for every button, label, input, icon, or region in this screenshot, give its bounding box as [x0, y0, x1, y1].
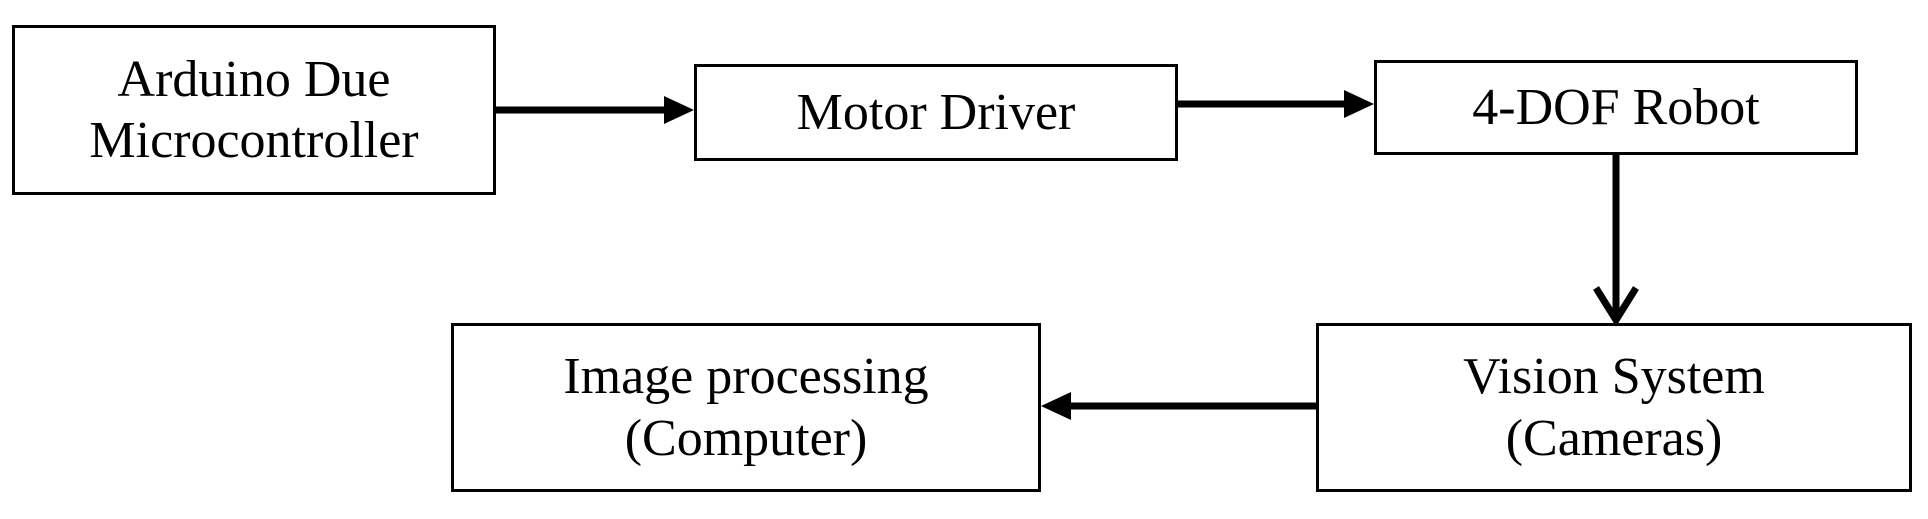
arrowhead-right-icon — [1344, 90, 1374, 118]
arrowhead-right-icon — [664, 96, 694, 124]
node-4dof-robot-label: 4-DOF Robot — [1472, 78, 1760, 136]
arrowhead-down-icon — [1593, 286, 1639, 327]
node-motor-driver-label: Motor Driver — [796, 83, 1076, 141]
node-vision-system: Vision System (Cameras) — [1316, 323, 1912, 492]
node-image-processing-line-2: (Computer) — [624, 409, 868, 467]
node-vision-system-line-1: Vision System — [1463, 348, 1765, 406]
edge-vision-to-image — [1041, 392, 1316, 420]
node-4dof-robot: 4-DOF Robot — [1374, 60, 1858, 155]
node-image-processing: Image processing (Computer) — [451, 323, 1041, 492]
node-arduino-due-line-1: Arduino Due — [117, 50, 391, 108]
node-arduino-due: Arduino Due Microcontroller — [12, 25, 496, 195]
edge-arduino-to-motor — [496, 96, 694, 124]
edge-motor-to-robot — [1178, 90, 1374, 118]
node-image-processing-line-1: Image processing — [563, 348, 929, 406]
node-arduino-due-line-2: Microcontroller — [89, 112, 419, 169]
node-motor-driver: Motor Driver — [694, 64, 1178, 161]
arrowhead-left-icon — [1041, 392, 1071, 420]
edge-robot-to-vision — [1593, 155, 1639, 327]
node-vision-system-line-2: (Cameras) — [1505, 409, 1723, 467]
